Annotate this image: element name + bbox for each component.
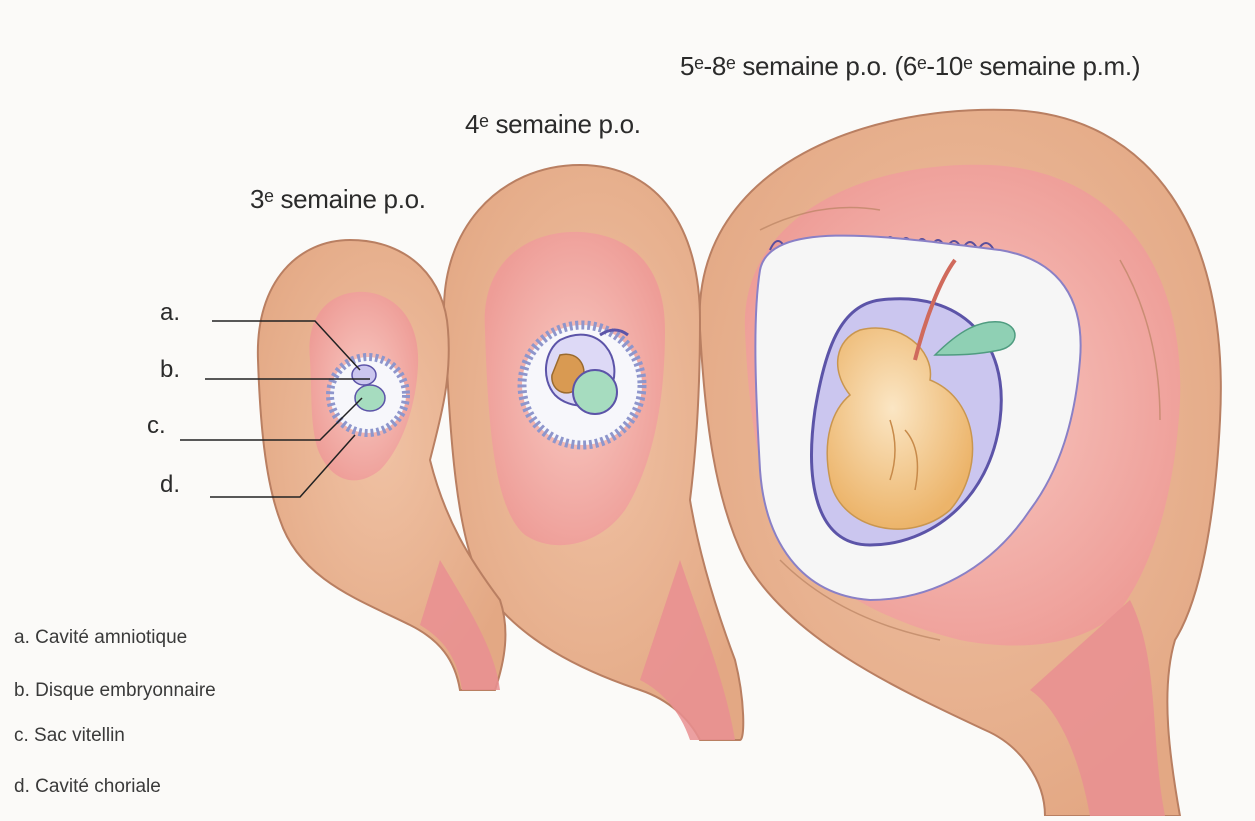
legend: a. Cavité amniotique b. Disque embryonna…	[14, 627, 216, 797]
legend-item-b: b. Disque embryonnaire	[14, 680, 216, 701]
stage-title-week4: 4ᵉ semaine p.o.	[465, 109, 641, 139]
stage-title-week5-8: 5ᵉ-8ᵉ semaine p.o. (6ᵉ-10ᵉ semaine p.m.)	[680, 51, 1140, 81]
marker-b: b.	[160, 356, 180, 383]
uterus-stage-5-8	[700, 110, 1221, 816]
legend-item-a: a. Cavité amniotique	[14, 627, 187, 648]
yolk-sac-week4	[573, 370, 617, 414]
legend-item-d: d. Cavité choriale	[14, 776, 161, 797]
legend-item-c: c. Sac vitellin	[14, 725, 125, 746]
yolk-sac-week3	[355, 385, 385, 411]
marker-d: d.	[160, 471, 180, 498]
marker-c: c.	[147, 412, 166, 439]
stage-title-week3: 3ᵉ semaine p.o.	[250, 184, 426, 214]
marker-a: a.	[160, 299, 180, 326]
